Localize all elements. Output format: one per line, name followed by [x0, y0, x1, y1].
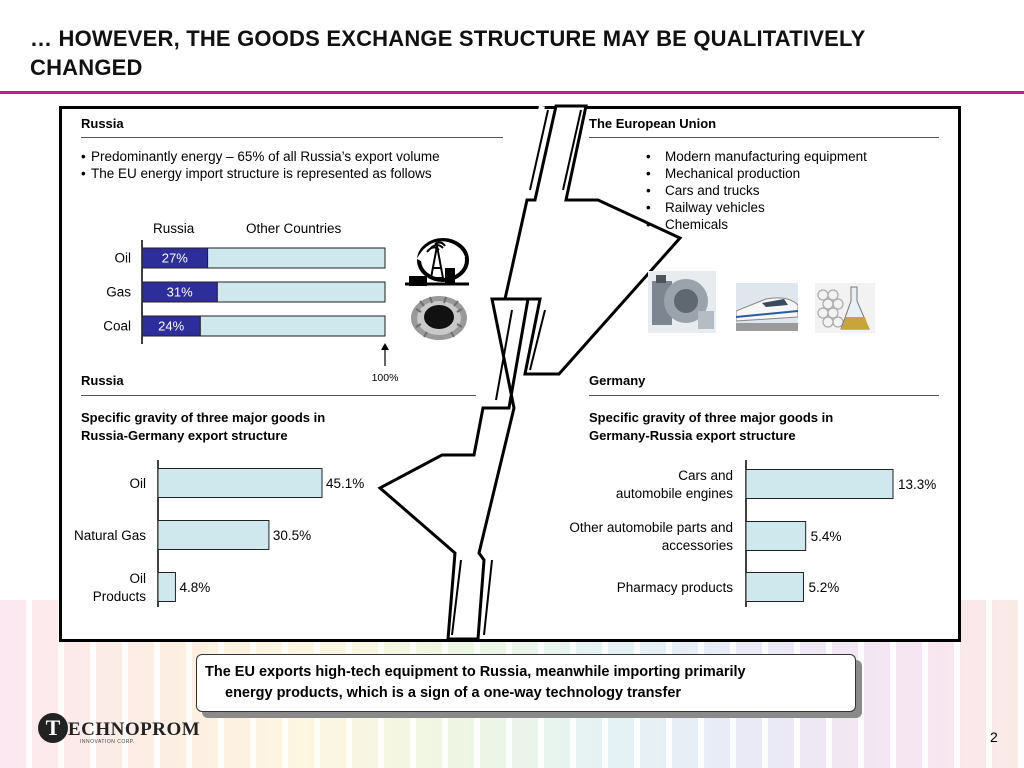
category-label: Oil — [115, 251, 132, 266]
category-label: Coal — [103, 319, 131, 334]
logo-mark: T — [38, 713, 68, 743]
list-item: Predominantly energy – 65% of all Russia… — [81, 148, 521, 165]
bar — [157, 468, 323, 498]
list-item: Mechanical production — [646, 165, 946, 182]
bar — [745, 469, 894, 499]
category-label: Cars and — [678, 468, 733, 483]
russia-top-bullets: Predominantly energy – 65% of all Russia… — [81, 148, 521, 182]
callout-line: energy products, which is a sign of a on… — [225, 685, 682, 701]
germany-bottom-subtitle: Specific gravity of three major goods in… — [589, 409, 833, 445]
oil-derrick-icon — [405, 238, 469, 286]
russia-bottom-subtitle: Specific gravity of three major goods in… — [81, 409, 325, 445]
category-label: Oil — [130, 571, 147, 586]
page-number: 2 — [990, 729, 998, 745]
data-label: 24% — [158, 319, 184, 334]
data-label: 30.5% — [273, 528, 311, 543]
data-label: 5.4% — [811, 529, 842, 544]
list-item: Chemicals — [646, 216, 946, 233]
subtitle-line: Germany-Russia export structure — [589, 428, 796, 443]
data-label: 45.1% — [326, 476, 364, 491]
slide-title: … HOWEVER, THE GOODS EXCHANGE STRUCTURE … — [30, 26, 866, 80]
list-item: Modern manufacturing equipment — [646, 148, 946, 165]
data-label: 27% — [162, 251, 188, 266]
bar-other-coal — [199, 315, 386, 337]
machinery-photo — [648, 271, 716, 333]
eu-top-bullets: Modern manufacturing equipment Mechanica… — [646, 148, 946, 233]
subtitle-line: Russia-Germany export structure — [81, 428, 288, 443]
germany-bottom-heading: Germany — [589, 373, 646, 388]
category-label: Products — [93, 589, 147, 604]
category-label: Gas — [106, 285, 131, 300]
arrow-to-eu — [503, 104, 683, 376]
data-label: 4.8% — [179, 580, 210, 595]
conclusion-callout: The EU exports high-tech equipment to Ru… — [196, 654, 856, 712]
list-item: The EU energy import structure is repres… — [81, 165, 521, 182]
germany-bottom-rule — [589, 395, 939, 396]
legend-other-countries: Other Countries — [246, 221, 342, 236]
subtitle-line: Specific gravity of three major goods in — [81, 410, 326, 425]
category-label: Oil — [130, 476, 147, 491]
bar — [745, 521, 807, 551]
chemicals-photo — [815, 283, 875, 333]
eu-top-rule — [589, 137, 939, 138]
category-label: Pharmacy products — [617, 580, 734, 595]
legend-russia: Russia — [153, 221, 195, 236]
category-label: Natural Gas — [74, 528, 146, 543]
bar — [157, 572, 176, 602]
category-label: accessories — [662, 538, 734, 553]
arrow-to-russia — [377, 297, 530, 641]
list-item: Cars and trucks — [646, 182, 946, 199]
title-rule — [0, 91, 1024, 94]
train-photo — [736, 283, 798, 331]
bar-other-gas — [216, 281, 386, 303]
coal-icon — [411, 296, 467, 340]
logo-subtext: INNOVATION CORP. — [80, 739, 135, 745]
data-label: 13.3% — [898, 477, 936, 492]
category-label: Other automobile parts and — [569, 520, 733, 535]
russia-top-heading: Russia — [81, 116, 124, 131]
russia-top-rule — [81, 137, 503, 138]
logo-text: ECHNOPROM — [68, 719, 201, 740]
bar — [157, 520, 270, 550]
bar-other-oil — [207, 247, 386, 269]
russia-bottom-heading: Russia — [81, 373, 124, 388]
bar — [745, 572, 804, 602]
data-label: 5.2% — [808, 580, 839, 595]
data-label: 31% — [167, 285, 193, 300]
russia-bottom-rule — [81, 395, 476, 396]
eu-top-heading: The European Union — [589, 116, 717, 131]
subtitle-line: Specific gravity of three major goods in — [589, 410, 834, 425]
callout-line: The EU exports high-tech equipment to Ru… — [205, 664, 746, 680]
category-label: automobile engines — [616, 486, 733, 501]
list-item: Railway vehicles — [646, 199, 946, 216]
tick-label-100: 100% — [372, 372, 399, 384]
